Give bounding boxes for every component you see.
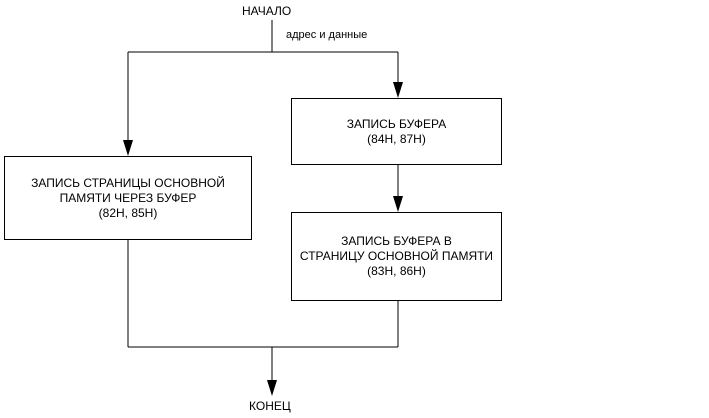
node-main-page-write-line-2: ПАМЯТИ ЧЕРЕЗ БУФЕР (59, 190, 197, 205)
node-buffer-write-line-1: ЗАПИСЬ БУФЕРА (346, 116, 447, 131)
arrowhead-end (267, 380, 277, 396)
arrowhead-right-branch (393, 82, 403, 98)
node-buffer-to-page-line-2: СТРАНИЦУ ОСНОВНОЙ ПАМЯТИ (299, 249, 494, 263)
node-main-page-write-line-3: (82H, 85H) (98, 205, 158, 220)
node-buffer-write-text: ЗАПИСЬ БУФЕРА (84H, 87H) (347, 117, 446, 147)
arrowhead-left-branch (123, 140, 133, 156)
node-buffer-write: ЗАПИСЬ БУФЕРА (84H, 87H) (291, 98, 502, 165)
node-buffer-to-page-line-3: (83H, 86H) (367, 264, 426, 278)
start-label: НАЧАЛО (242, 4, 292, 18)
node-main-page-write: ЗАПИСЬ СТРАНИЦЫ ОСНОВНОЙ ПАМЯТИ ЧЕРЕЗ БУ… (4, 156, 252, 240)
node-buffer-write-line-2: (84H, 87H) (367, 131, 426, 146)
node-main-page-write-line-1: ЗАПИСЬ СТРАНИЦЫ ОСНОВНОЙ (31, 175, 225, 190)
node-buffer-to-page: ЗАПИСЬ БУФЕРА В СТРАНИЦУ ОСНОВНОЙ ПАМЯТИ… (291, 212, 502, 301)
node-buffer-to-page-line-1: ЗАПИСЬ БУФЕРА В (341, 234, 452, 248)
edge-label: адрес и данные (286, 29, 368, 41)
arrowhead-buffer-to-page (393, 196, 403, 212)
node-buffer-to-page-text: ЗАПИСЬ БУФЕРА В СТРАНИЦУ ОСНОВНОЙ ПАМЯТИ… (300, 234, 493, 279)
node-main-page-write-text: ЗАПИСЬ СТРАНИЦЫ ОСНОВНОЙ ПАМЯТИ ЧЕРЕЗ БУ… (31, 176, 225, 221)
end-label: КОНЕЦ (249, 399, 291, 413)
